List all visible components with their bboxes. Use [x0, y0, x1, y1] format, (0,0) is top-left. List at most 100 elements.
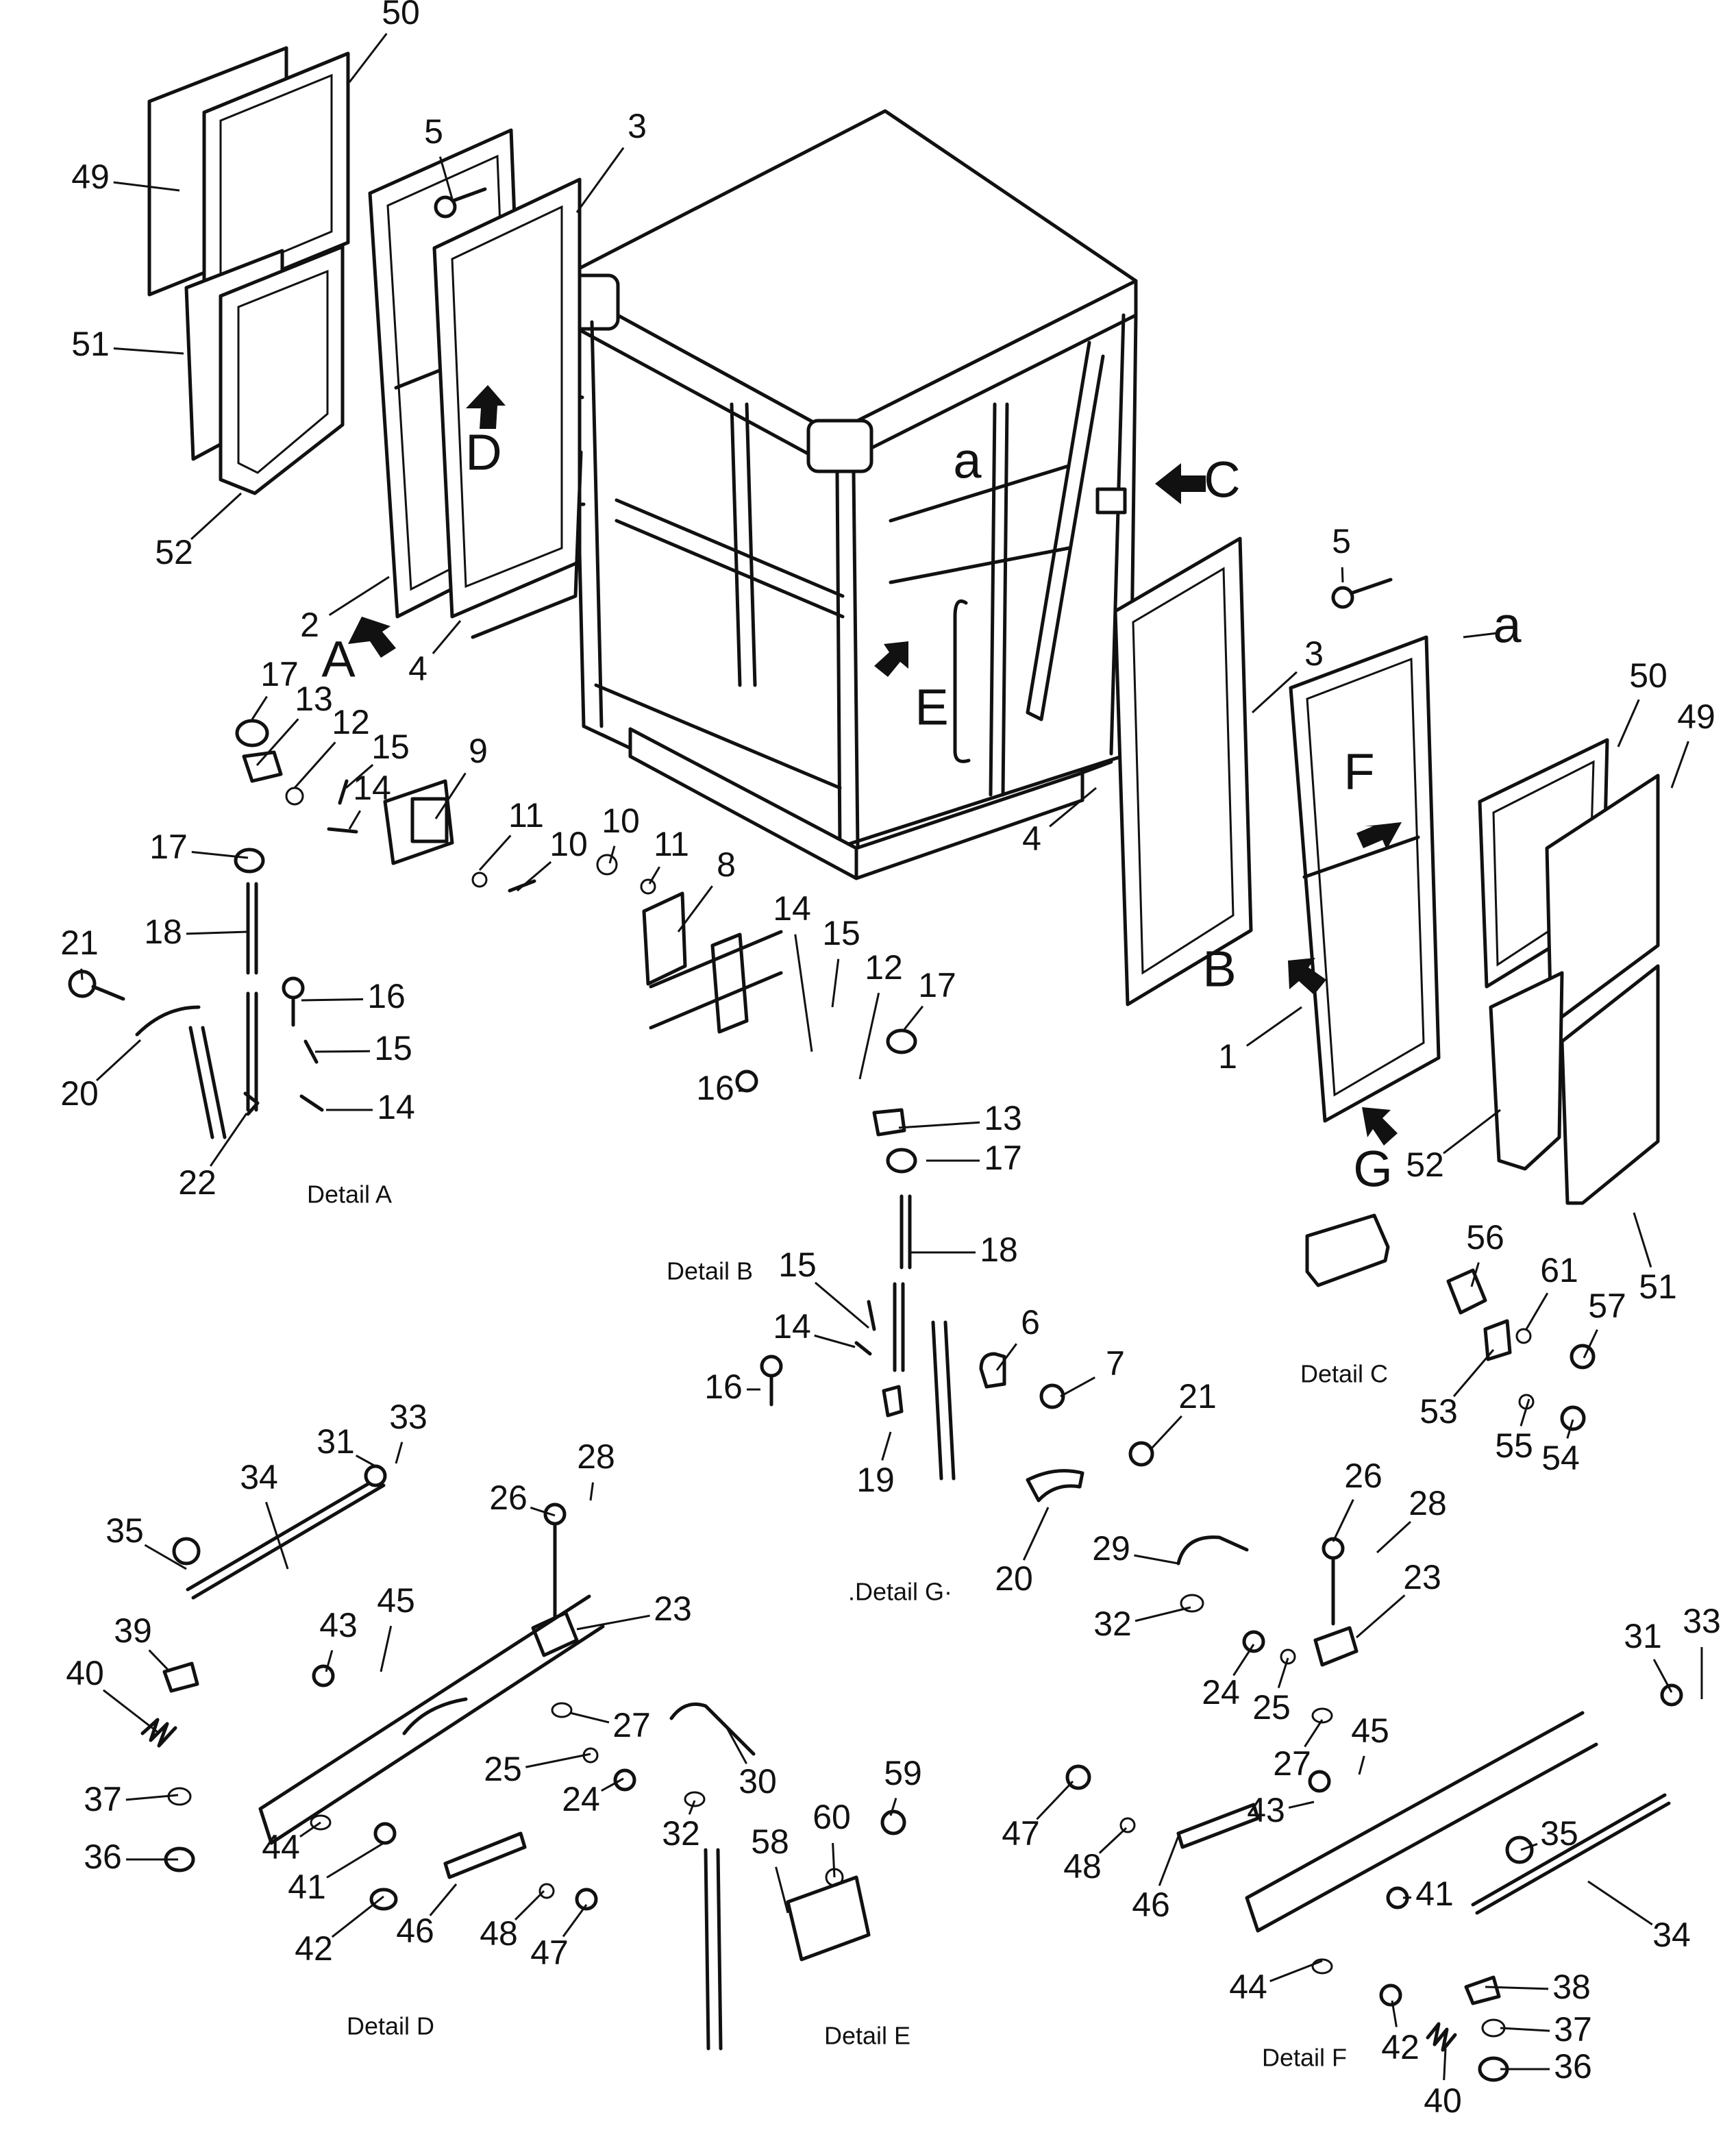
callout-c15b: 15	[374, 1029, 412, 1067]
washer-7	[1039, 1383, 1065, 1409]
callout-c49b: 49	[1677, 697, 1715, 736]
spring-40b	[1426, 2022, 1457, 2052]
rod-34a	[186, 1475, 386, 1600]
callout-c27b: 27	[1273, 1744, 1311, 1783]
detail-a-parts	[68, 719, 656, 1139]
view-letter-vA: A	[321, 631, 356, 688]
bolt-16c	[760, 1355, 783, 1378]
roof-corner-cap-front	[806, 419, 873, 473]
leader-c48a	[514, 1890, 545, 1921]
pin-15d	[867, 1300, 876, 1331]
leader-c48b	[1098, 1827, 1128, 1854]
leader-c61	[1525, 1292, 1549, 1330]
caption-detail-e: Detail E	[824, 2022, 910, 2050]
leader-c23a	[576, 1614, 650, 1631]
cab-interior-frame	[594, 402, 1071, 790]
callout-c47a: 47	[530, 1933, 569, 1972]
cab-grab-handle	[953, 599, 971, 763]
cab-front-right-pillar	[835, 471, 860, 849]
callout-c30: 30	[739, 1762, 777, 1801]
left-door-assembly	[147, 46, 583, 639]
callout-c53: 53	[1419, 1392, 1458, 1431]
leader-c31b	[1652, 1659, 1673, 1693]
leader-c12a	[293, 741, 336, 789]
leader-c55	[1520, 1398, 1530, 1426]
rod-18b-lower	[893, 1282, 905, 1372]
leader-c53	[1452, 1349, 1495, 1398]
left-upper-frame-50-inner	[219, 73, 333, 280]
rail-f	[1245, 1711, 1598, 1933]
callout-c48a: 48	[480, 1914, 518, 1953]
leader-c30	[725, 1726, 747, 1764]
leader-c13a	[256, 718, 299, 766]
view-letter-va2: a	[1493, 597, 1522, 654]
washer-25b	[1280, 1648, 1296, 1665]
leader-c24b	[1232, 1644, 1255, 1677]
callout-c19: 19	[856, 1461, 895, 1499]
arrow-C	[1155, 463, 1206, 504]
leader-c41a	[326, 1842, 384, 1879]
striker-8	[642, 891, 687, 986]
leader-c17b	[191, 851, 249, 859]
cab-middle-pillar	[989, 402, 1009, 797]
bolt-35a	[172, 1537, 201, 1566]
right-door-1	[1289, 635, 1441, 1123]
washer-27b	[1311, 1707, 1333, 1724]
leader-c44b	[1269, 1959, 1323, 1983]
callout-c17b: 17	[149, 828, 188, 866]
leader-c27a	[569, 1711, 610, 1724]
leader-c7	[1060, 1376, 1095, 1398]
bracket-38	[1464, 1975, 1501, 2005]
callout-c23a: 23	[654, 1590, 692, 1628]
washer-48b	[1119, 1817, 1136, 1833]
callout-c3b: 3	[1304, 634, 1324, 673]
leader-c28a	[589, 1482, 594, 1501]
leader-c3b	[1251, 671, 1298, 714]
callout-c28b: 28	[1409, 1484, 1447, 1522]
leader-c24a	[601, 1777, 624, 1792]
leader-c42b	[1391, 2000, 1398, 2027]
leader-c52a	[190, 492, 243, 541]
callout-c26b: 26	[1344, 1457, 1382, 1495]
callout-c18a: 18	[144, 913, 182, 951]
handle-30	[669, 1702, 756, 1756]
pin-31b	[1660, 1683, 1683, 1707]
pin-43b	[1308, 1770, 1331, 1793]
caption-detail-d: Detail D	[347, 2012, 434, 2040]
leader-c10a	[517, 861, 552, 892]
detail-f-parts	[1065, 1535, 1683, 2082]
leader-c21b	[1150, 1415, 1182, 1450]
callout-c28a: 28	[577, 1437, 615, 1476]
callout-c50b: 50	[1629, 656, 1667, 695]
nut-17a	[235, 719, 269, 747]
callout-c15d: 15	[778, 1246, 817, 1284]
clip-19	[882, 1385, 904, 1418]
nut-17c	[886, 1028, 917, 1054]
leader-c49b	[1670, 741, 1689, 789]
detail-d-parts	[140, 1464, 756, 1911]
leader-c25a	[525, 1753, 591, 1768]
hinge-23b	[1313, 1626, 1359, 1667]
latch-9-plate	[410, 797, 449, 843]
callout-c17a: 17	[260, 655, 299, 693]
leader-c14c	[794, 934, 813, 1052]
callout-c12a: 12	[332, 703, 370, 741]
right-door-assembly	[1113, 536, 1660, 1205]
plate-6	[979, 1352, 1006, 1389]
leader-c25b	[1277, 1657, 1289, 1689]
view-letter-vE: E	[915, 679, 948, 736]
callout-c31b: 31	[1624, 1617, 1662, 1655]
view-arrows	[348, 385, 1498, 1146]
leader-c43a	[325, 1650, 334, 1672]
leader-c5a	[438, 156, 454, 199]
leader-c10b	[608, 845, 616, 864]
callout-c20b: 20	[995, 1559, 1033, 1598]
washer-61	[1515, 1328, 1532, 1344]
callout-c15c: 15	[822, 914, 860, 952]
washer-48a	[538, 1883, 555, 1899]
right-door-1-inner	[1306, 657, 1425, 1097]
pillar-e	[704, 1848, 723, 2051]
bolt-26b	[1322, 1537, 1345, 1560]
leader-c49a	[113, 181, 180, 192]
washer-44b	[1311, 1958, 1333, 1975]
